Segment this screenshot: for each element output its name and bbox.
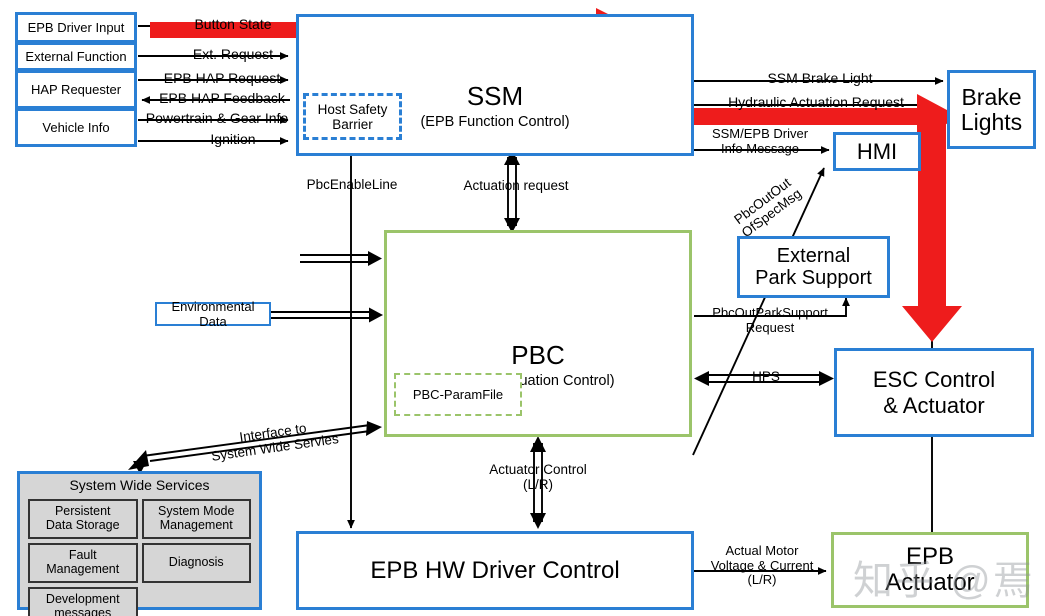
block-brake-lights[interactable]: Brake Lights	[947, 70, 1036, 149]
edge-label-button-state: Button State	[194, 16, 272, 32]
edge-label-pbc-out-park-support-request: PbcOutParkSupport Request	[712, 305, 828, 335]
input-box-epb-driver-input[interactable]: EPB Driver Input	[15, 12, 137, 43]
edge-label-hydraulic-actuation-request: Hydraulic Actuation Request	[728, 94, 904, 110]
edge-label-ssm-epb-driver-info: SSM/EPB Driver Info Message	[711, 126, 809, 156]
block-epb-actuator[interactable]: EPB Actuator	[831, 532, 1029, 608]
input-label: External Function	[25, 49, 127, 64]
ssm-title: SSM	[466, 80, 524, 111]
input-label: Vehicle Info	[42, 120, 110, 135]
input-label: EPB Driver Input	[27, 20, 125, 35]
environmental-data-label: Environmental Data	[171, 299, 255, 329]
sws-cell-label: Persistent Data Storage	[45, 504, 120, 532]
sws-cell[interactable]: System Mode Management	[141, 499, 251, 539]
edge-label-hps: HPS	[752, 369, 780, 384]
edge-label-epb-hap-request: EPB HAP Request	[163, 70, 281, 86]
edge-label-actuator-control: Actuator Control (L/R)	[489, 462, 587, 493]
input-label: HAP Requester	[30, 82, 122, 97]
esc-label: ESC Control & Actuator	[872, 366, 996, 418]
panel-system-wide-services[interactable]: System Wide Services Persistent Data Sto…	[17, 471, 262, 616]
pbc-param-file-label: PBC-ParamFile	[412, 387, 504, 402]
block-external-park-support[interactable]: External Park Support	[737, 236, 890, 298]
edge-label-actual-motor: Actual Motor Voltage & Current (L/R)	[710, 543, 814, 588]
input-box-hap-requester[interactable]: HAP Requester	[15, 70, 137, 109]
block-hmi[interactable]: HMI	[833, 132, 921, 171]
sws-cell[interactable]: Diagnosis	[141, 543, 251, 583]
edge-label-epb-hap-feedback: EPB HAP Feedback	[159, 90, 285, 106]
block-pbc-param-file[interactable]: PBC-ParamFile	[394, 373, 522, 416]
host-safety-barrier-label: Host Safety Barrier	[317, 101, 388, 132]
sws-cell-label: System Mode Management	[158, 504, 235, 532]
sws-cell[interactable]: Development messages	[28, 587, 138, 616]
edge-label-ignition: Ignition	[210, 131, 256, 147]
sws-cell-label: Development messages	[45, 592, 120, 616]
sws-title: System Wide Services	[69, 477, 210, 493]
sws-grid: Persistent Data Storage System Mode Mana…	[28, 499, 251, 616]
external-park-support-label: External Park Support	[755, 244, 872, 289]
input-box-external-function[interactable]: External Function	[15, 42, 137, 71]
edge-label-powertrain-gear-info: Powertrain & Gear Info	[145, 110, 289, 126]
input-box-vehicle-info[interactable]: Vehicle Info	[15, 108, 137, 147]
edge-label-ext-request: Ext. Request	[192, 46, 274, 62]
block-environmental-data[interactable]: Environmental Data	[155, 299, 271, 329]
sws-cell-label: Fault Management	[46, 548, 120, 576]
edge-label-pbc-enable-line: PbcEnableLine	[306, 177, 398, 192]
edge-label-actuation-request: Actuation request	[463, 178, 569, 193]
edge-label-ssm-brake-light: SSM Brake Light	[767, 70, 873, 86]
pbc-title: PBC	[511, 340, 565, 370]
hmi-label: HMI	[856, 138, 898, 164]
block-host-safety-barrier[interactable]: Host Safety Barrier	[303, 93, 402, 140]
sws-cell-label: Diagnosis	[168, 555, 224, 570]
block-esc-control[interactable]: ESC Control & Actuator	[834, 348, 1034, 437]
brake-lights-label: Brake Lights	[960, 83, 1023, 135]
block-epb-hw-driver-control[interactable]: EPB HW Driver Control	[296, 531, 694, 610]
epb-actuator-label: EPB Actuator	[885, 542, 975, 596]
ssm-subtitle: (EPB Function Control)	[420, 113, 570, 130]
sws-cell[interactable]: Fault Management	[28, 543, 138, 583]
sws-cell[interactable]: Persistent Data Storage	[28, 499, 138, 539]
epb-hw-driver-label: EPB HW Driver Control	[370, 556, 620, 584]
